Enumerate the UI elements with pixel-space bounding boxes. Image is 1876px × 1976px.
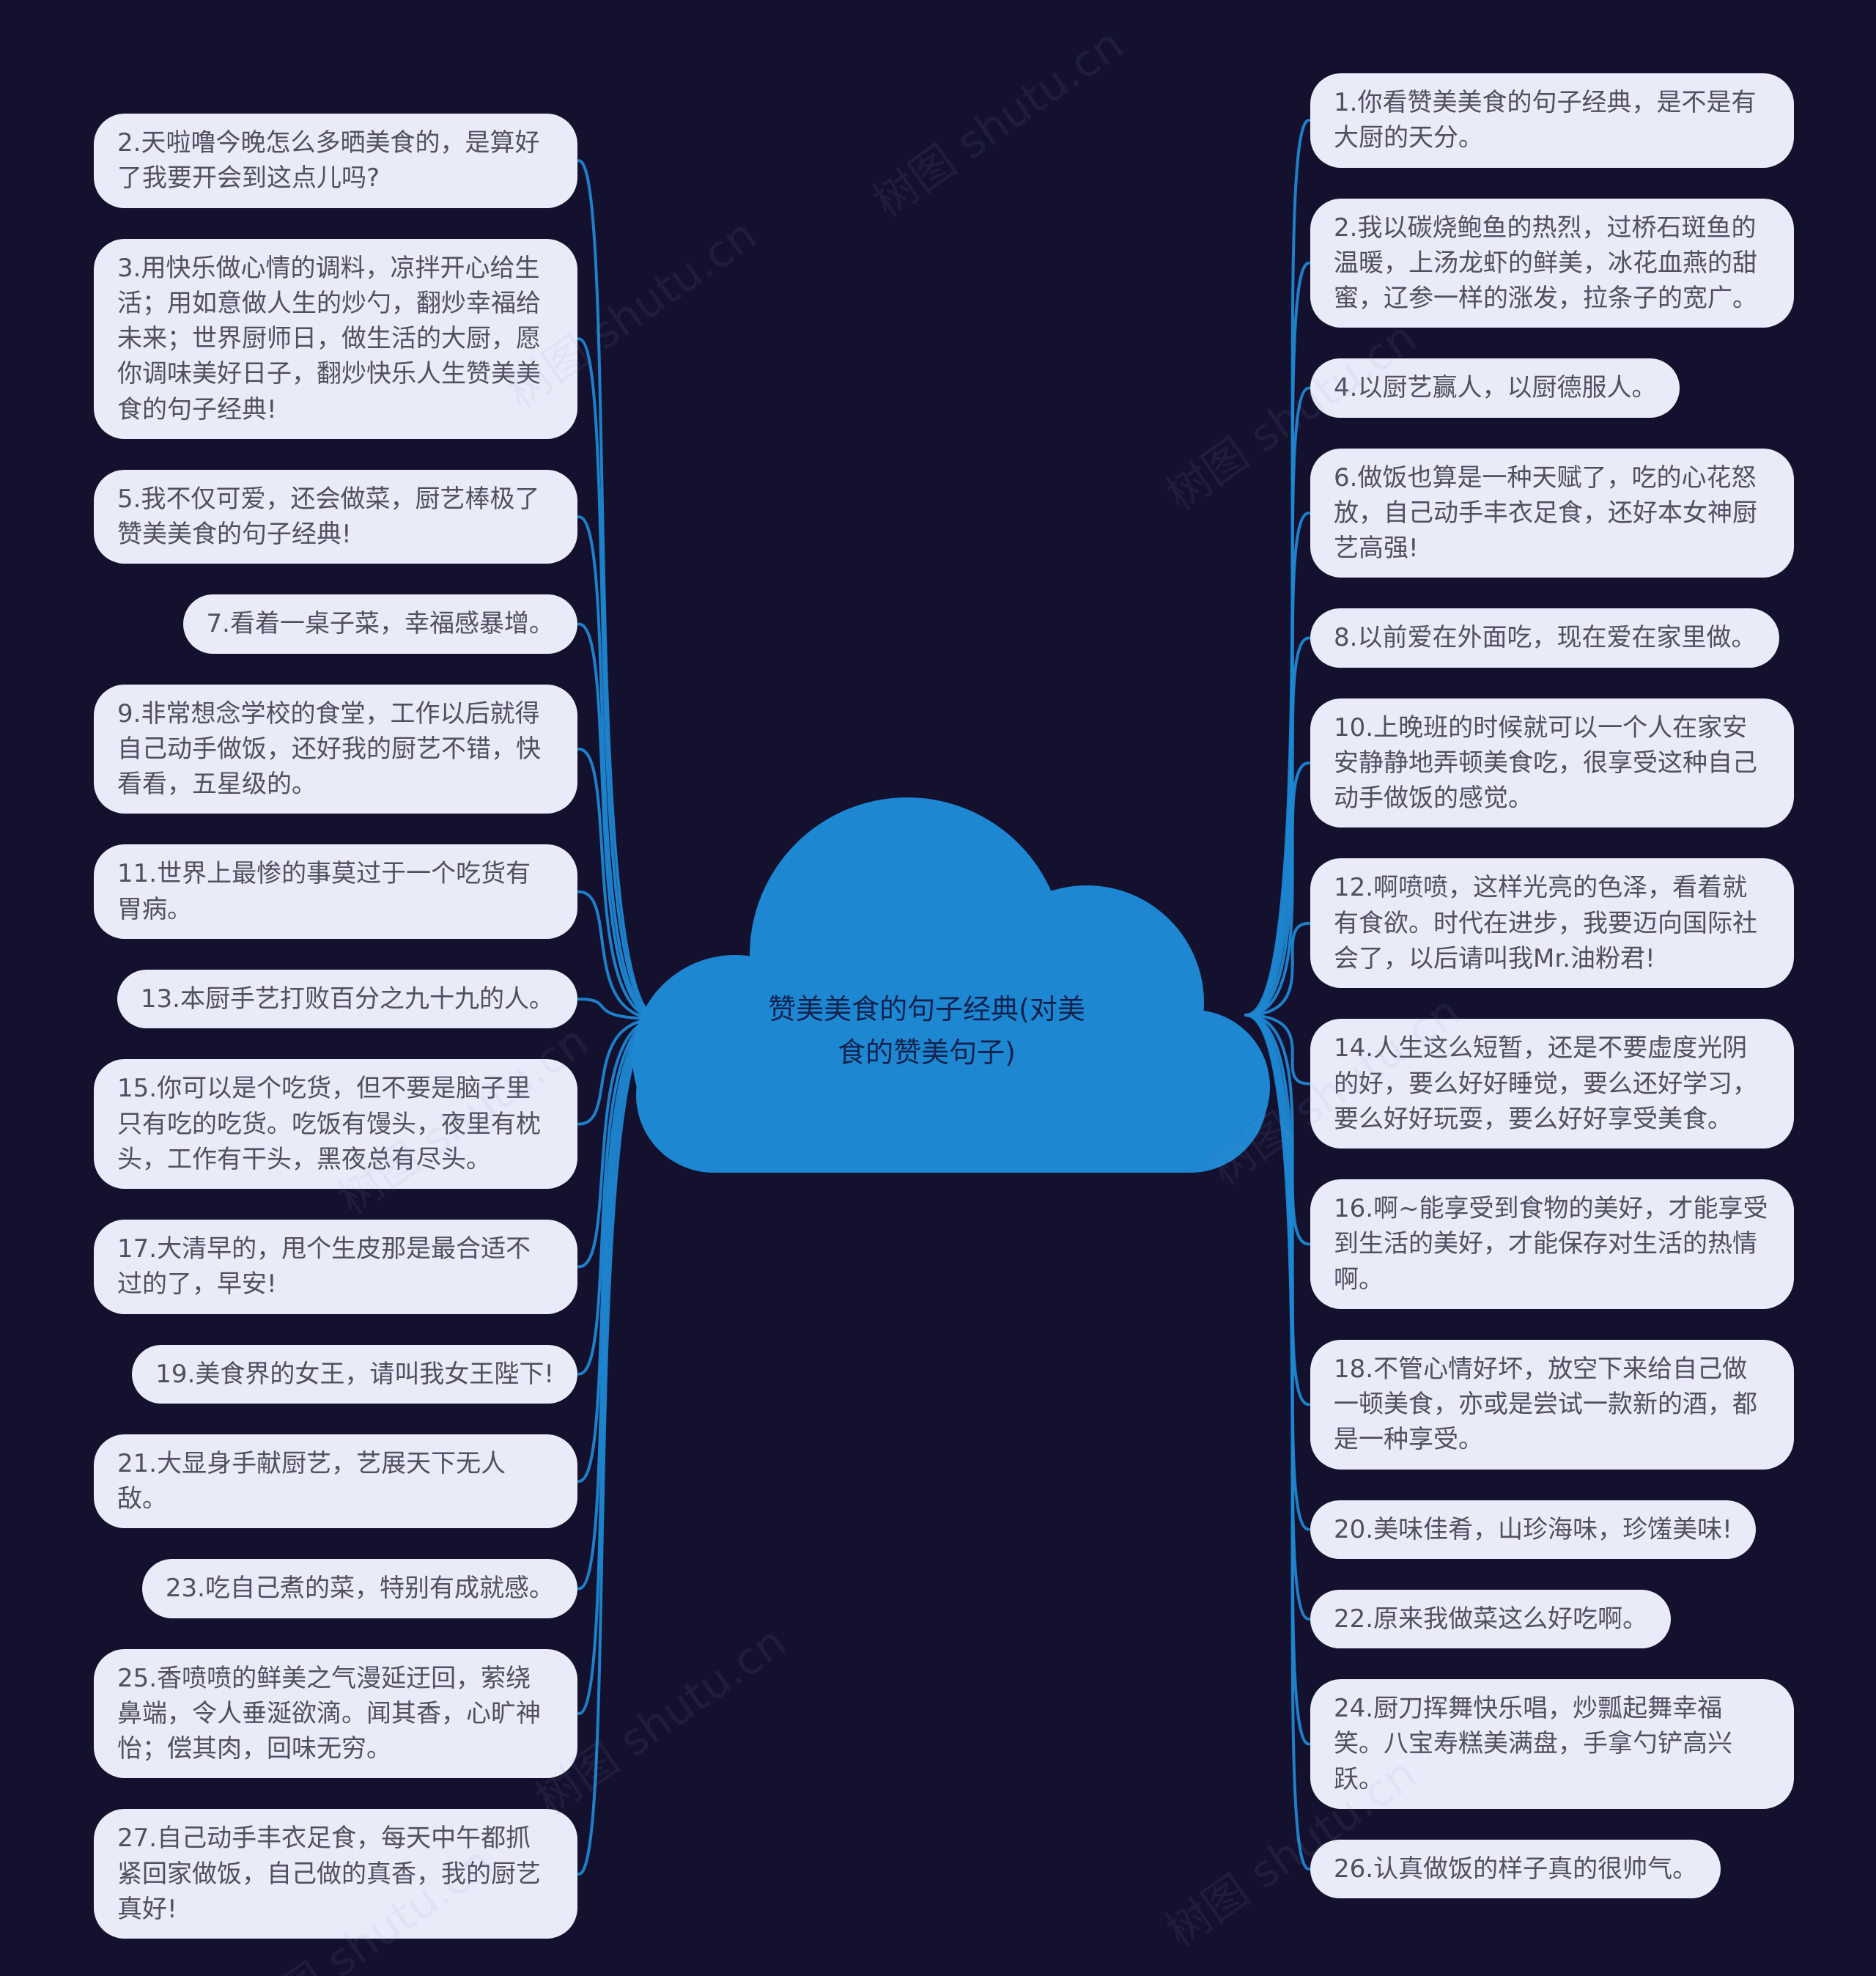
topic-node[interactable]: 5.我不仅可爱，还会做菜，厨艺棒极了赞美美食的句子经典! [94, 469, 577, 564]
topic-node[interactable]: 3.用快乐做心情的调料，凉拌开心给生活；用如意做人生的炒勺，翻炒幸福给未来；世界… [94, 238, 577, 439]
topic-node[interactable]: 2.天啦噜今晚怎么多晒美食的，是算好了我要开会到这点儿吗? [94, 114, 577, 208]
topic-node[interactable]: 7.看着一桌子菜，幸福感暴增。 [182, 594, 577, 654]
right-branch-column: 1.你看赞美美食的句子经典，是不是有大厨的天分。 2.我以碳烧鲍鱼的热烈，过桥石斑… [1310, 73, 1809, 1899]
topic-node[interactable]: 1.你看赞美美食的句子经典，是不是有大厨的天分。 [1310, 73, 1794, 168]
connector-line [1244, 1014, 1310, 1246]
connector-line [1244, 762, 1310, 1017]
connector-line [577, 1017, 661, 1590]
connector-line [577, 1017, 661, 1376]
connector-line [577, 337, 661, 1020]
topic-node[interactable]: 23.吃自己煮的菜，特别有成就感。 [141, 1559, 577, 1618]
topic-node[interactable]: 11.世界上最惨的事莫过于一个吃货有胃病。 [94, 844, 577, 939]
topic-node[interactable]: 13.本厨手艺打败百分之九十九的人。 [117, 969, 577, 1029]
topic-node[interactable]: 4.以厨艺赢人，以厨德服人。 [1310, 358, 1680, 418]
topic-node[interactable]: 12.啊喷喷，这样光亮的色泽，看着就有食欲。时代在进步，我要迈向国际社会了，以后… [1310, 858, 1794, 989]
topic-node[interactable]: 2.我以碳烧鲍鱼的热烈，过桥石斑鱼的温暖，上汤龙虾的鲜美，冰花血燕的甜蜜，辽参一… [1310, 198, 1794, 328]
topic-node[interactable]: 6.做饭也算是一种天赋了，吃的心花怒放，自己动手丰衣足食，还好本女神厨艺高强! [1310, 448, 1794, 578]
topic-node[interactable]: 24.厨刀挥舞快乐唱，炒瓢起舞幸福笑。八宝寿糕美满盘，手拿勺铲高兴跃。 [1310, 1679, 1794, 1809]
topic-node[interactable]: 27.自己动手丰衣足食，每天中午都抓紧回家做饭，自己做的真香，我的厨艺真好! [94, 1809, 577, 1939]
connector-line [577, 159, 661, 1020]
connector-line [577, 890, 661, 1020]
topic-node[interactable]: 17.大清早的，甩个生皮那是最合适不过的了，早安! [94, 1220, 577, 1314]
left-branch-column: 2.天啦噜今晚怎么多晒美食的，是算好了我要开会到这点儿吗? 3.用快乐做心情的调料… [79, 114, 577, 1939]
cloud-shape-icon [632, 797, 1270, 1173]
connector-line [577, 998, 661, 1020]
topic-node[interactable]: 14.人生这么短暂，还是不要虚度光阴的好，要么好好睡觉，要么还好学习，要么好好玩… [1310, 1019, 1794, 1149]
topic-node[interactable]: 15.你可以是个吃货，但不要是脑子里只有吃的吃货。吃饭有馒头，夜里有枕头，工作有… [94, 1059, 577, 1190]
topic-node[interactable]: 10.上晚班的时候就可以一个人在家安安静静地弄顿美食吃，很享受这种自己动手做饭的… [1310, 698, 1794, 828]
connector-line [577, 622, 661, 1020]
connector-line [577, 1017, 661, 1876]
topic-node[interactable]: 18.不管心情好坏，放空下来给自己做一顿美食，亦或是尝试一款新的酒，都是一种享受… [1310, 1339, 1794, 1470]
topic-node[interactable]: 22.原来我做菜这么好吃啊。 [1310, 1589, 1672, 1649]
connector-line [577, 1017, 661, 1269]
connector-line [1244, 1014, 1310, 1871]
topic-node[interactable]: 9.非常想念学校的食堂，工作以后就得自己动手做饭，还好我的厨艺不错，快看看，五星… [94, 684, 577, 814]
topic-node[interactable]: 21.大显身手献厨艺，艺展天下无人敌。 [94, 1434, 577, 1529]
connector-line [577, 748, 661, 1020]
topic-node[interactable]: 26.认真做饭的样子真的很帅气。 [1310, 1839, 1721, 1899]
connector-line [577, 1017, 661, 1716]
connector-line [577, 515, 661, 1020]
topic-node[interactable]: 16.啊~能享受到食物的美好，才能享受到生活的美好，才能保存对生活的热情啊。 [1310, 1179, 1794, 1309]
topic-node[interactable]: 25.香喷喷的鲜美之气漫延迂回，萦绕鼻端，令人垂涎欲滴。闻其香，心旷神怡；偿其肉… [94, 1648, 577, 1779]
connector-line [1244, 921, 1310, 1017]
topic-node[interactable]: 19.美食界的女王，请叫我女王陛下! [132, 1344, 577, 1404]
connector-line [1244, 1014, 1310, 1085]
connector-line [577, 1017, 661, 1483]
topic-node[interactable]: 8.以前爱在外面吃，现在爱在家里做。 [1310, 608, 1780, 668]
central-topic-title: 赞美美食的句子经典(对美食的赞美句子) [768, 993, 1085, 1069]
connector-line [577, 1017, 661, 1126]
topic-node[interactable]: 20.美味佳肴，山珍海味，珍馐美味! [1310, 1500, 1756, 1559]
central-topic-cloud[interactable] [607, 783, 1290, 1187]
